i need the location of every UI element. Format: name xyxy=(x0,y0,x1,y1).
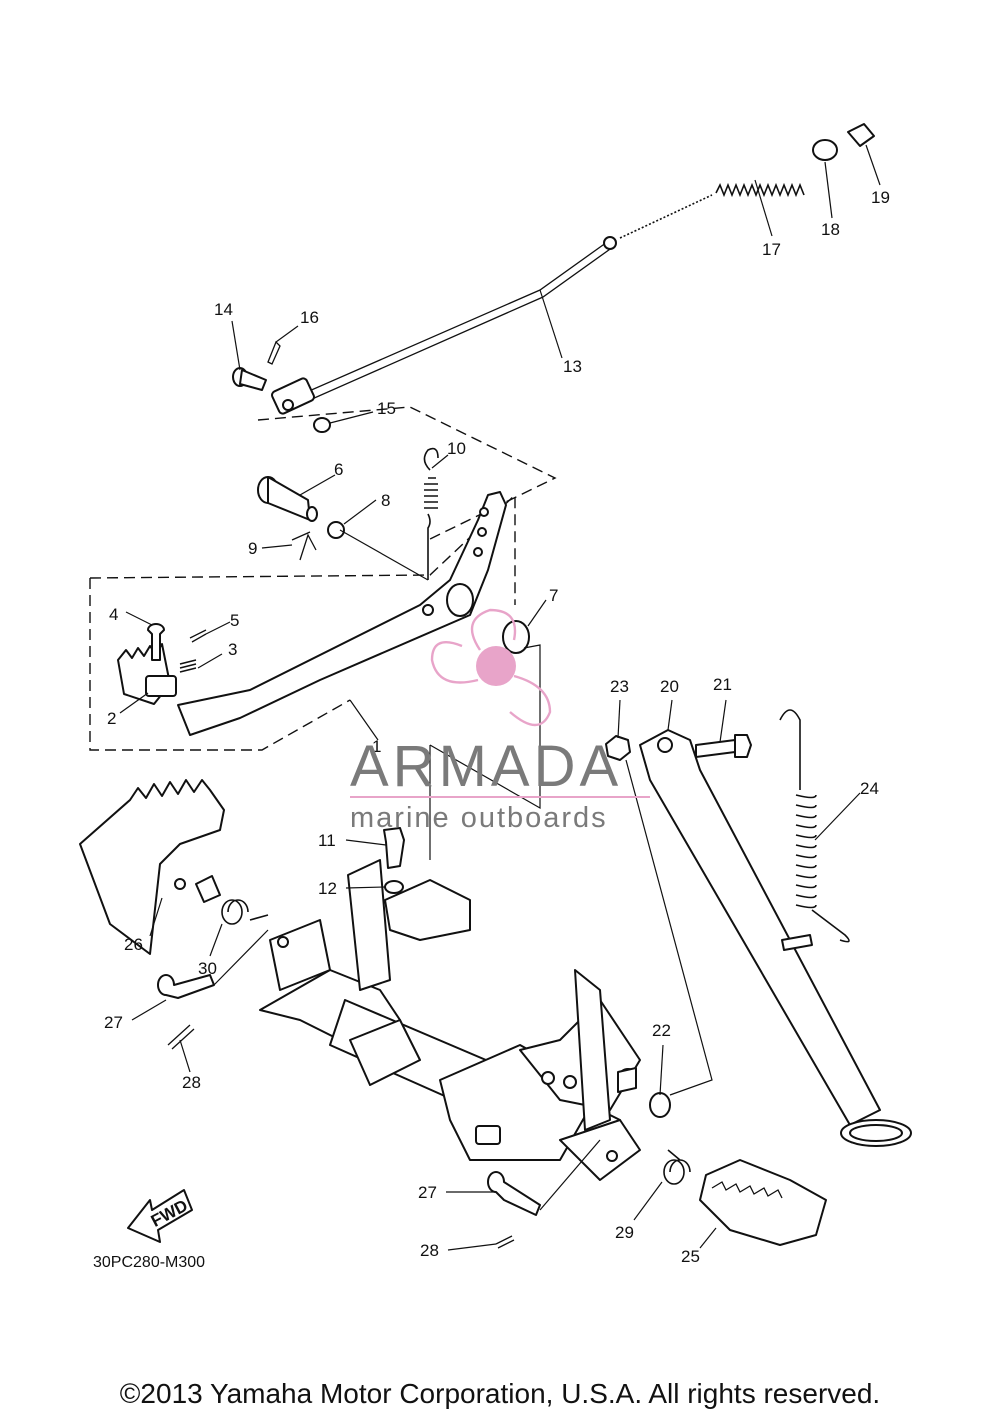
brake-rod xyxy=(271,194,713,415)
brake-pedal xyxy=(177,491,507,736)
callout-3: 3 xyxy=(228,640,237,659)
callout-14: 14 xyxy=(214,300,233,319)
pin-4 xyxy=(147,623,165,661)
callout-20: 20 xyxy=(660,677,679,696)
pin-9 xyxy=(291,531,317,561)
spring-3 xyxy=(179,659,197,673)
pivot-shaft xyxy=(257,476,318,522)
callout-5: 5 xyxy=(230,611,239,630)
cotter-28b xyxy=(495,1235,515,1249)
rod-joint xyxy=(847,123,875,147)
callout-labels: 1 2 3 4 5 6 7 8 9 10 11 12 13 14 15 16 1… xyxy=(93,188,890,1271)
callout-18: 18 xyxy=(821,220,840,239)
callout-26: 26 xyxy=(124,935,143,954)
callout-23: 23 xyxy=(610,677,629,696)
callout-4: 4 xyxy=(109,605,118,624)
callout-24: 24 xyxy=(860,779,879,798)
spring-29 xyxy=(663,1149,691,1185)
armada-watermark: ARMADA marine outboards xyxy=(350,608,650,834)
diagram-part-code: 30PC280-M300 xyxy=(93,1254,205,1271)
rod-spring xyxy=(715,182,805,198)
callout-25: 25 xyxy=(681,1247,700,1266)
callout-28: 28 xyxy=(182,1073,201,1092)
pin-27a xyxy=(157,974,215,999)
callout-30: 30 xyxy=(198,959,217,978)
return-spring xyxy=(423,447,439,580)
callout-9: 9 xyxy=(248,539,257,558)
cotter-5 xyxy=(189,629,207,643)
footrest-left xyxy=(79,779,225,955)
callout-15: 15 xyxy=(377,399,396,418)
stand-spring xyxy=(779,709,850,943)
collar-7 xyxy=(502,620,530,654)
leader-lines xyxy=(119,144,881,1251)
callout-2: 2 xyxy=(107,709,116,728)
callout-13: 13 xyxy=(563,357,582,376)
watermark-tagline: marine outboards xyxy=(350,802,608,834)
callout-29: 29 xyxy=(615,1223,634,1242)
cotter-28a xyxy=(167,1024,195,1050)
bolt-11 xyxy=(383,827,405,869)
circlip-8 xyxy=(327,521,345,539)
pin-27b xyxy=(487,1171,541,1216)
callout-1: 1 xyxy=(372,737,381,756)
washer-12 xyxy=(384,880,404,894)
callout-8: 8 xyxy=(381,491,390,510)
spring-30 xyxy=(221,899,269,925)
copyright-notice: ©2013 Yamaha Motor Corporation, U.S.A. A… xyxy=(119,1378,881,1409)
bolt-21 xyxy=(695,734,752,758)
callout-12: 12 xyxy=(318,879,337,898)
callout-27-second: 27 xyxy=(418,1183,437,1202)
group-outline-rod xyxy=(257,406,557,541)
callout-11: 11 xyxy=(318,831,336,850)
adjust-nut xyxy=(812,139,838,161)
callout-19: 19 xyxy=(871,188,890,207)
callout-28-second: 28 xyxy=(420,1241,439,1260)
footrest-right xyxy=(699,1159,827,1246)
propeller-logo-icon xyxy=(430,608,552,727)
callout-17: 17 xyxy=(762,240,781,259)
callout-6: 6 xyxy=(334,460,343,479)
nut-23 xyxy=(605,735,631,761)
callout-27: 27 xyxy=(104,1013,123,1032)
cotter-pin-16 xyxy=(267,340,281,365)
callout-16: 16 xyxy=(300,308,319,327)
callout-7: 7 xyxy=(549,586,558,605)
callout-10: 10 xyxy=(447,439,466,458)
callout-21: 21 xyxy=(713,675,732,694)
clevis-pin xyxy=(232,367,267,391)
side-stand xyxy=(639,729,912,1147)
washer-22 xyxy=(649,1092,671,1118)
callout-22: 22 xyxy=(652,1021,671,1040)
watermark-brand: ARMADA xyxy=(350,734,622,799)
pedal-tip xyxy=(117,643,177,705)
frame xyxy=(259,859,641,1181)
fwd-arrow: FWD xyxy=(127,1189,193,1243)
washer-15 xyxy=(313,417,331,433)
